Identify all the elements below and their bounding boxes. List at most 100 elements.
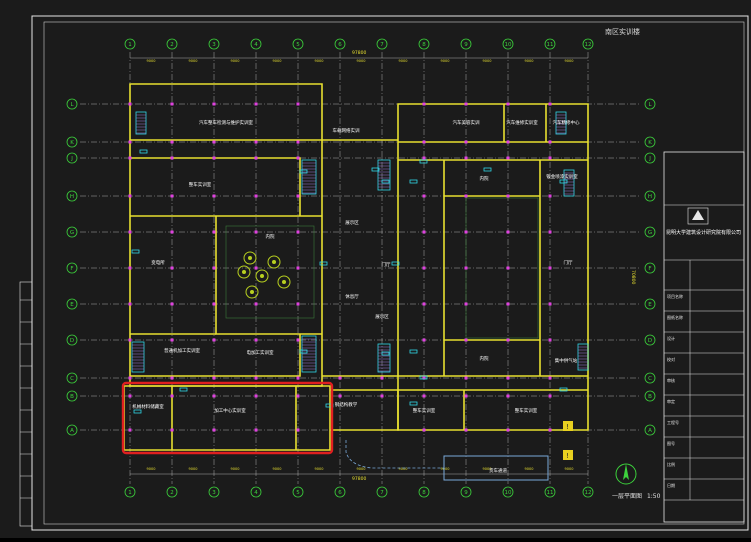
door [559, 179, 568, 184]
tree-icon [243, 251, 257, 265]
grid-bubble-row-D-left [66, 334, 78, 346]
grid-bubble-row-H-right [644, 190, 656, 202]
bay-dimension: 9000 [357, 59, 366, 63]
bay-dimension: 9000 [525, 467, 534, 471]
bay-dimension: 9000 [357, 467, 366, 471]
area-title: 南区实训楼 [605, 28, 640, 36]
grid-label-row-A: A [648, 428, 652, 434]
column [296, 394, 300, 398]
drive-curve [345, 440, 444, 469]
column [506, 102, 510, 106]
column [464, 428, 468, 432]
door [133, 409, 142, 414]
room-label: 展示区 [375, 314, 389, 320]
column [422, 156, 426, 160]
grid-label-col-1: 1 [128, 42, 132, 48]
grid-bubble-row-L-right [644, 98, 656, 110]
column [254, 156, 258, 160]
grid-label-col-7: 7 [380, 490, 384, 496]
bay-dimension: 9000 [147, 59, 156, 63]
column [212, 140, 216, 144]
column [380, 394, 384, 398]
door [319, 261, 328, 266]
logo-mark [692, 210, 704, 220]
grid-bubble-row-K-left [66, 136, 78, 148]
grid-bubble-row-J-left [66, 152, 78, 164]
grid-label-col-12: 12 [585, 490, 592, 496]
building-walls [123, 83, 589, 451]
grid-bubble-col-3-top [208, 38, 220, 50]
column [548, 140, 552, 144]
column [128, 156, 132, 160]
column [338, 376, 342, 380]
title-block-row-label: 图号 [667, 440, 675, 446]
room-label: 整车实训室 [515, 407, 538, 414]
title-block-row-label: 图纸名称 [667, 314, 683, 320]
grid-bubble-col-11-top [544, 38, 556, 50]
column [548, 428, 552, 432]
bay-dimension: 9000 [565, 59, 574, 63]
grid-label-row-F: F [648, 266, 651, 272]
bay-dimension: 9000 [147, 467, 156, 471]
column [464, 376, 468, 380]
room-label: 门厅 [564, 259, 573, 266]
tree-center [248, 256, 252, 260]
grid-bubble-row-K-right [644, 136, 656, 148]
grid-label-row-C: C [70, 376, 74, 382]
grid-label-col-4: 4 [254, 490, 258, 496]
grid-bubble-col-9-top [460, 38, 472, 50]
grid-label-col-2: 2 [170, 42, 174, 48]
grid-bubble-row-F-left [66, 262, 78, 274]
grid-label-row-H: H [648, 194, 652, 200]
column [506, 266, 510, 270]
room-label: 汽车美容实训 [453, 119, 480, 126]
grid-label-col-12: 12 [585, 42, 592, 48]
outer-wall-west [129, 83, 323, 141]
title-block-row-label: 审核 [667, 377, 675, 383]
column [422, 266, 426, 270]
grid-bubble-col-9-bottom [460, 486, 472, 498]
grid-label-col-11: 11 [547, 42, 554, 48]
grid-label-col-11: 11 [547, 490, 554, 496]
courtyard-trees [237, 251, 291, 299]
column [296, 428, 300, 432]
warning-sign-upper [563, 421, 573, 431]
tree-icon [237, 265, 251, 279]
grid-bubble-col-10-top [502, 38, 514, 50]
column [254, 376, 258, 380]
column [296, 194, 300, 198]
room-label: 内院 [266, 233, 275, 240]
column [170, 302, 174, 306]
bay-dimension: 9000 [399, 467, 408, 471]
grid-label-row-E: E [70, 302, 74, 308]
column [548, 230, 552, 234]
title-block-row-label: 工程号 [667, 419, 679, 425]
column [170, 266, 174, 270]
grid-label-row-G: G [648, 230, 652, 236]
column [254, 102, 258, 106]
grid-label-row-L: L [70, 102, 74, 108]
column [170, 194, 174, 198]
bay-dimension: 9000 [315, 59, 324, 63]
title-block-frame [663, 151, 745, 523]
column [254, 338, 258, 342]
column [128, 140, 132, 144]
room-label: 内院 [480, 175, 489, 182]
grid-label-col-2: 2 [170, 490, 174, 496]
bottom-partitions [171, 386, 297, 450]
column [128, 394, 132, 398]
middle-link [322, 139, 398, 377]
column [296, 302, 300, 306]
column [128, 338, 132, 342]
door [381, 179, 390, 184]
column [170, 428, 174, 432]
stair [135, 111, 147, 135]
grid-label-row-L: L [648, 102, 652, 108]
column [296, 338, 300, 342]
grid-label-row-J: J [70, 156, 73, 162]
plan-scale: 1:50 [646, 493, 661, 500]
column [422, 230, 426, 234]
bay-dimension: 9000 [525, 59, 534, 63]
grid-bubble-col-8-bottom [418, 486, 430, 498]
column [464, 156, 468, 160]
